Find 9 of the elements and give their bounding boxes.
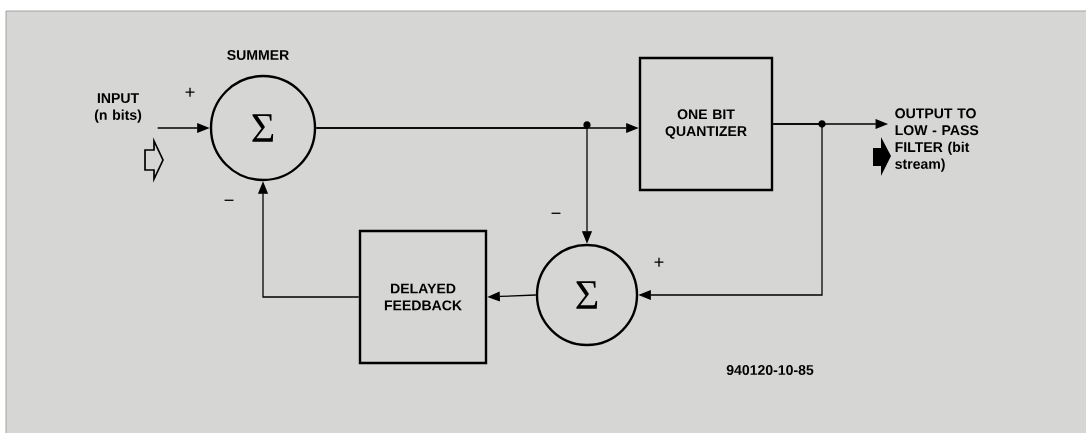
block-caption: SUMMER (227, 50, 289, 60)
sign-label: + (654, 257, 664, 267)
figure-number: 940120-10-85 (726, 365, 814, 375)
process-box: ONE BIT QUANTIZER (638, 56, 774, 192)
process-box: DELAYED FEEDBACK (358, 229, 488, 365)
io-label: OUTPUT TO LOW - PASS FILTER (bit stream) (895, 108, 979, 172)
sign-label: − (551, 212, 561, 214)
sign-label: − (224, 199, 234, 201)
io-label: INPUT (n bits) (94, 93, 142, 123)
